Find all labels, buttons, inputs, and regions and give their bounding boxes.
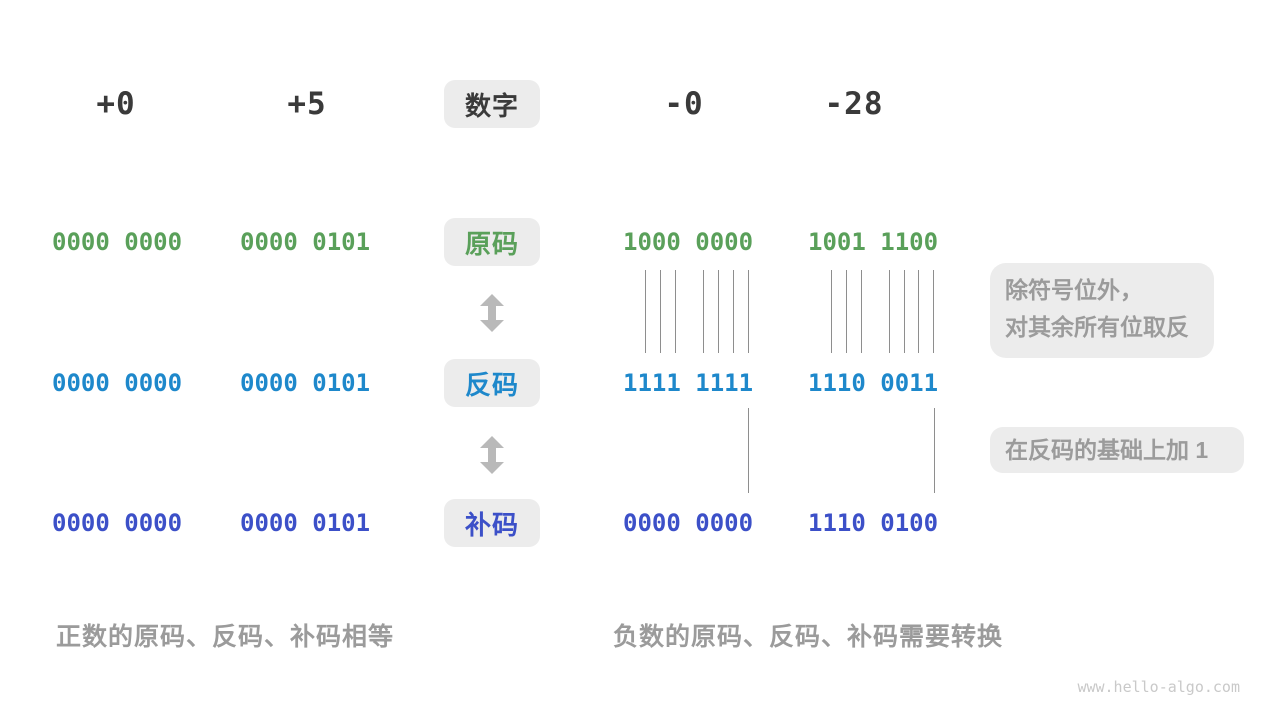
- sign-magnitude-value: 1001 1100: [808, 228, 939, 256]
- double-arrow-icon: [480, 294, 504, 332]
- twos-complement-value: 0000 0000: [52, 509, 183, 537]
- twos-complement-value: 0000 0101: [240, 509, 371, 537]
- bit-connector-line: [660, 270, 661, 353]
- bit-connector-line: [733, 270, 734, 353]
- bit-connector-line: [645, 270, 646, 353]
- bit-connector-line: [718, 270, 719, 353]
- bit-connector-line: [933, 270, 934, 353]
- ones-complement-value: 0000 0000: [52, 369, 183, 397]
- number-label-neg-28: -28: [824, 86, 884, 122]
- sign-magnitude-value: 1000 0000: [623, 228, 754, 256]
- ones-complement-value: 1110 0011: [808, 369, 939, 397]
- bit-connector-line: [748, 270, 749, 353]
- row-pill-number: 数字: [444, 80, 540, 128]
- bit-connector-line: [703, 270, 704, 353]
- bit-connector-line: [675, 270, 676, 353]
- row-pill-sign-magnitude: 原码: [444, 218, 540, 266]
- bit-connector-line: [748, 408, 749, 493]
- number-label-pos-zero: +0: [96, 86, 136, 122]
- sign-magnitude-value: 0000 0101: [240, 228, 371, 256]
- ones-complement-value: 1111 1111: [623, 369, 754, 397]
- bit-connector-line: [904, 270, 905, 353]
- ones-complement-value: 0000 0101: [240, 369, 371, 397]
- caption-negative-numbers: 负数的原码、反码、补码需要转换: [613, 623, 1004, 651]
- bit-connector-line: [934, 408, 935, 493]
- sign-magnitude-value: 0000 0000: [52, 228, 183, 256]
- number-label-neg-zero: -0: [664, 86, 704, 122]
- row-pill-ones-complement: 反码: [444, 359, 540, 407]
- watermark-url: www.hello-algo.com: [1077, 678, 1240, 696]
- bit-connector-line: [846, 270, 847, 353]
- bit-connector-line: [861, 270, 862, 353]
- caption-positive-numbers: 正数的原码、反码、补码相等: [56, 623, 395, 651]
- bit-connector-line: [831, 270, 832, 353]
- row-pill-twos-complement: 补码: [444, 499, 540, 547]
- bit-connector-line: [918, 270, 919, 353]
- twos-complement-value: 1110 0100: [808, 509, 939, 537]
- bit-connector-line: [889, 270, 890, 353]
- number-label-pos-five: +5: [287, 86, 327, 122]
- note-add-one: 在反码的基础上加 1: [990, 427, 1244, 473]
- note-invert-bits: 除符号位外， 对其余所有位取反: [990, 263, 1214, 358]
- twos-complement-value: 0000 0000: [623, 509, 754, 537]
- double-arrow-icon: [480, 436, 504, 474]
